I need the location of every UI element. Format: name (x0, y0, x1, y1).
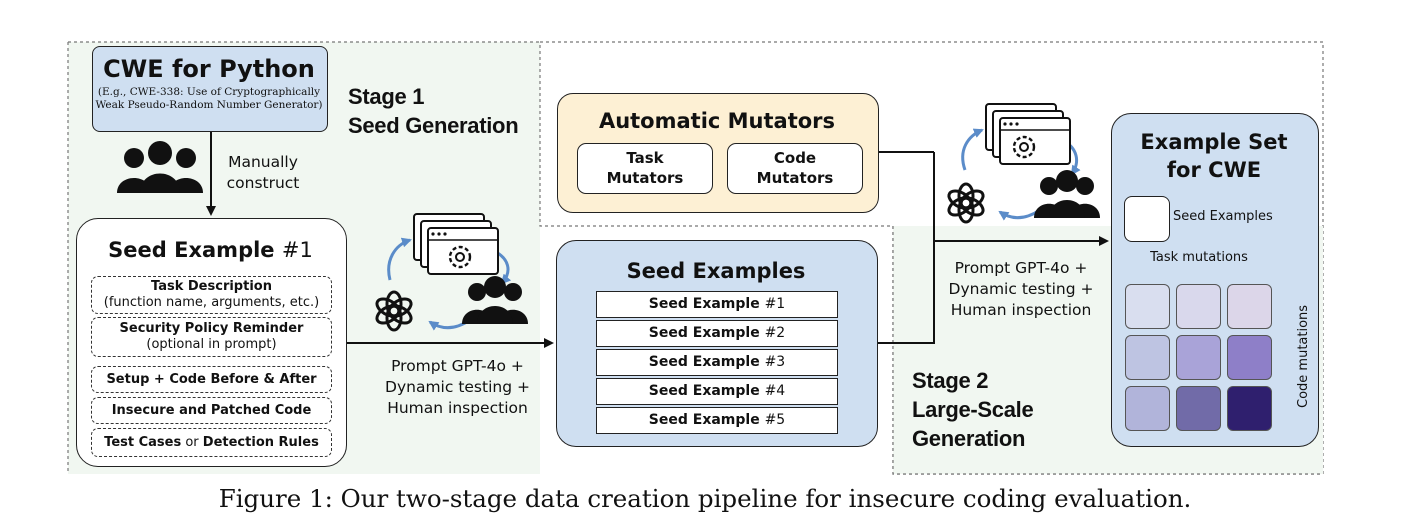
people-icon (1034, 170, 1100, 218)
component-label: Security Policy Reminder (119, 321, 304, 336)
openai-icon (947, 182, 985, 224)
component-sub: (function name, arguments, etc.) (103, 295, 320, 310)
line-seeds-up (876, 152, 935, 344)
cwe-example: (E.g., CWE-338: Use of Cryptographically… (95, 86, 323, 111)
component-label: Test Cases (104, 435, 182, 450)
task-mutators-line2: Mutators (606, 169, 684, 187)
component-task-description: Task Description (function name, argumen… (91, 276, 332, 314)
stage2-label: Stage 2 Large-Scale Generation (912, 366, 1034, 453)
cwe-title: CWE for Python (103, 55, 315, 83)
people-icon (462, 276, 528, 324)
prompt-note-right: Prompt GPT-4o + Dynamic testing + Human … (936, 258, 1106, 321)
example-set-title-line2: for CWE (1166, 158, 1262, 182)
figure-caption: Figure 1: Our two-stage data creation pi… (218, 484, 1192, 513)
component-label: Task Description (151, 279, 272, 294)
stage2-line1: Stage 2 (912, 368, 989, 393)
row-label: Seed Example (648, 325, 760, 341)
mutation-cell (1227, 335, 1272, 380)
row-num: #2 (764, 325, 786, 341)
prompt-note-left: Prompt GPT-4o + Dynamic testing + Human … (370, 356, 545, 419)
component-label: Insecure and Patched Code (111, 403, 312, 418)
automatic-mutators-title: Automatic Mutators (598, 109, 836, 133)
mutation-cell (1176, 284, 1221, 329)
stage1-line1: Stage 1 (348, 84, 425, 109)
mutation-cell (1176, 386, 1221, 431)
component-security-policy: Security Policy Reminder (optional in pr… (91, 317, 332, 357)
seed-examples-legend: Seed Examples (1173, 209, 1273, 224)
row-num: #5 (764, 412, 786, 428)
cycle-arrow-icon (387, 128, 1081, 331)
row-num: #1 (764, 296, 786, 312)
row-label: Seed Example (648, 383, 760, 399)
mutation-cell (1125, 335, 1170, 380)
stage2-line2: Large-Scale (912, 397, 1034, 422)
seed-example-title-num: #1 (281, 238, 313, 262)
component-insecure-patched: Insecure and Patched Code (91, 397, 332, 424)
gear-window-icon (985, 103, 1071, 165)
code-mutations-label: Code mutations (1296, 304, 1311, 408)
seed-example-row: Seed Example #5 (596, 407, 838, 434)
seed-example-row: Seed Example #3 (596, 349, 838, 376)
manual-line1: Manually (228, 153, 298, 171)
stage1-line2: Seed Generation (348, 113, 519, 138)
task-mutations-label: Task mutations (1150, 250, 1248, 265)
stage1-label: Stage 1 Seed Generation (348, 82, 519, 140)
mutation-cell (1227, 284, 1272, 329)
seed-example-title: Seed Example #1 (76, 238, 345, 262)
seed-example-row: Seed Example #4 (596, 378, 838, 405)
code-mutators-box: Code Mutators (727, 143, 863, 194)
code-mutators-line2: Mutators (756, 169, 834, 187)
component-connector: or (181, 435, 203, 450)
code-mutators-line1: Code (773, 149, 817, 167)
prompt-line1: Prompt GPT-4o + (391, 357, 524, 375)
component-label: Setup + Code Before & After (106, 372, 317, 387)
prompt-line2: Dynamic testing + (385, 378, 530, 396)
row-label: Seed Example (648, 412, 760, 428)
mutation-grid (1125, 284, 1275, 434)
task-mutators-box: Task Mutators (577, 143, 713, 194)
component-label-2: Detection Rules (202, 435, 319, 450)
seed-examples-swatch (1124, 196, 1170, 242)
mutation-cell (1176, 335, 1221, 380)
mutation-cell (1125, 284, 1170, 329)
seed-example-row: Seed Example #2 (596, 320, 838, 347)
manual-line2: construct (226, 174, 300, 192)
example-set-title-line1: Example Set (1140, 130, 1288, 154)
manual-note: Manually construct (216, 152, 310, 194)
prompt-line3: Human inspection (387, 399, 528, 417)
row-num: #4 (764, 383, 786, 399)
prompt-line1: Prompt GPT-4o + (954, 259, 1088, 277)
cwe-box (92, 46, 328, 132)
gear-window-icon (413, 213, 499, 275)
row-label: Seed Example (648, 296, 760, 312)
row-num: #3 (764, 354, 786, 370)
component-test-cases: Test Cases or Detection Rules (91, 428, 332, 457)
prompt-line2: Dynamic testing + (948, 280, 1094, 298)
mutation-cell (1125, 386, 1170, 431)
openai-icon (375, 290, 413, 332)
row-label: Seed Example (648, 354, 760, 370)
component-sub: (optional in prompt) (146, 337, 277, 352)
mutation-cell (1227, 386, 1272, 431)
prompt-line3: Human inspection (950, 301, 1092, 319)
task-mutators-line1: Task (626, 149, 664, 167)
component-setup-code: Setup + Code Before & After (91, 366, 332, 393)
stage2-line3: Generation (912, 426, 1026, 451)
people-icon (117, 141, 203, 193)
seed-example-row: Seed Example #1 (596, 291, 838, 318)
seed-example-title-text: Seed Example (108, 238, 275, 262)
seed-examples-title: Seed Examples (626, 259, 806, 283)
example-set-title: Example Set for CWE (1111, 128, 1317, 184)
